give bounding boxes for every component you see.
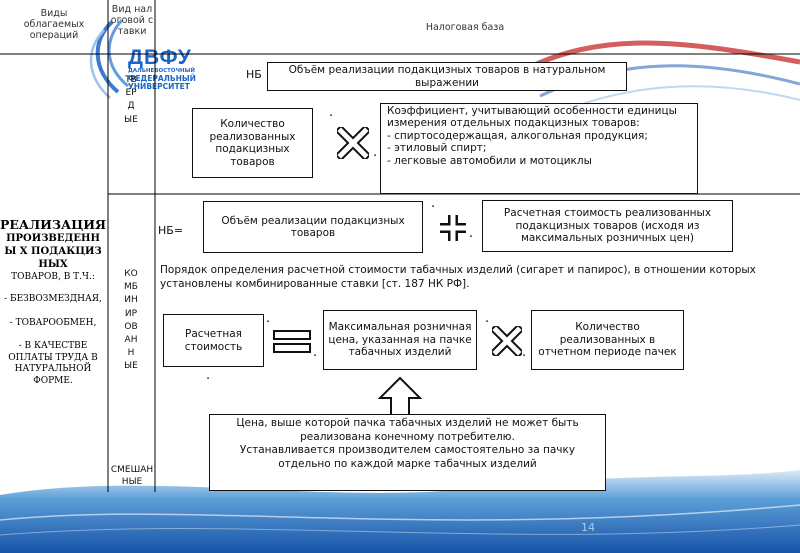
header-operations: Виды облагаемых операций xyxy=(23,8,85,41)
procedure-text: Порядок определения расчетной стоимости … xyxy=(160,264,756,290)
header-tax-base: Налоговая база xyxy=(425,22,505,33)
dot-2: · xyxy=(373,149,378,164)
operations-title-1: РЕАЛИЗАЦИЯ xyxy=(0,217,107,232)
packs-count-box: Количество реализованных в отчетном пери… xyxy=(531,310,684,370)
operations-item-1: - БЕЗВОЗМЕЗДНАЯ, xyxy=(4,294,102,304)
plus-icon xyxy=(440,215,466,241)
coefficient-item-2: - этиловый спирт; xyxy=(387,142,487,155)
price-note-line-2: Устанавливается производителем самостоят… xyxy=(239,444,576,470)
logo-line1: ДАЛЬНЕВОСТОЧНЫЙ xyxy=(128,68,195,74)
rate-fixed-vertical: ТВЕРДЫЕ xyxy=(124,75,138,125)
dot-3: · xyxy=(431,200,436,215)
up-arrow-icon xyxy=(378,376,422,417)
dot-7: · xyxy=(485,315,490,330)
operations-title-2: ПРОИЗВЕДЕННЫ Х ПОДАКЦИЗНЫХ xyxy=(4,233,102,270)
page-number: 14 xyxy=(581,521,595,534)
logo-line2: ФЕДЕРАЛЬНЫЙ xyxy=(128,74,196,83)
max-price-box: Максимальная розничная цена, указанная н… xyxy=(323,310,477,370)
combined-volume-box: Объём реализации подакцизных товаров xyxy=(203,201,423,253)
logo-line3: УНИВЕРСИТЕТ xyxy=(128,82,190,91)
header-rate-type: Вид налоговой ставки xyxy=(110,4,154,37)
fixed-quantity-box: Количество реализованных подакцизных тов… xyxy=(192,108,313,178)
calc-cost-box: Расчетная стоимость xyxy=(163,314,264,367)
rate-mixed-label: СМЕШАННЫЕ xyxy=(110,465,154,487)
operations-title-3: ТОВАРОВ, В Т.Ч.: xyxy=(11,272,95,282)
fixed-nb-label: НБ xyxy=(246,68,262,81)
dot-4: · xyxy=(469,230,474,245)
coefficient-item-3: - легковые автомобили и мотоциклы xyxy=(387,154,592,167)
multiply-icon-2 xyxy=(492,326,522,356)
combined-estimated-cost-box: Расчетная стоимость реализованных подакц… xyxy=(482,200,733,252)
operations-item-3: - В КАЧЕСТВЕ ОПЛАТЫ ТРУДА В НАТУРАЛЬНОЙ … xyxy=(8,341,98,386)
price-note-box: Цена, выше которой пачка табачных издели… xyxy=(209,414,606,491)
rate-combined-vertical: КОМБИНИРОВАННЫЕ xyxy=(124,269,138,372)
logo-swirl xyxy=(89,18,129,99)
dot-9: · xyxy=(206,372,211,387)
dot-5: · xyxy=(266,315,271,330)
dot-1: · xyxy=(329,109,334,124)
combined-nb-label: НБ= xyxy=(158,224,184,237)
dot-6: · xyxy=(313,349,318,364)
university-logo: ДВФУ ДАЛЬНЕВОСТОЧНЫЙ ФЕДЕРАЛЬНЫЙ УНИВЕРС… xyxy=(128,46,196,91)
coefficient-item-1: - спиртосодержащая, алкогольная продукци… xyxy=(387,129,648,142)
operations-list: РЕАЛИЗАЦИЯ ПРОИЗВЕДЕННЫ Х ПОДАКЦИЗНЫХ ТО… xyxy=(0,218,106,387)
operations-item-2: - ТОВАРООБМЕН, xyxy=(9,318,97,328)
fixed-coefficient-box: Коэффициент, учитывающий особенности еди… xyxy=(380,103,698,194)
fixed-volume-box: Объём реализации подакцизных товаров в н… xyxy=(267,62,627,91)
coefficient-title: Коэффициент, учитывающий особенности еди… xyxy=(387,105,677,130)
dot-8: · xyxy=(522,349,527,364)
logo-abbr: ДВФУ xyxy=(128,46,192,69)
multiply-icon xyxy=(337,127,369,159)
equals-icon xyxy=(273,330,311,353)
price-note-line-1: Цена, выше которой пачка табачных издели… xyxy=(236,417,579,443)
